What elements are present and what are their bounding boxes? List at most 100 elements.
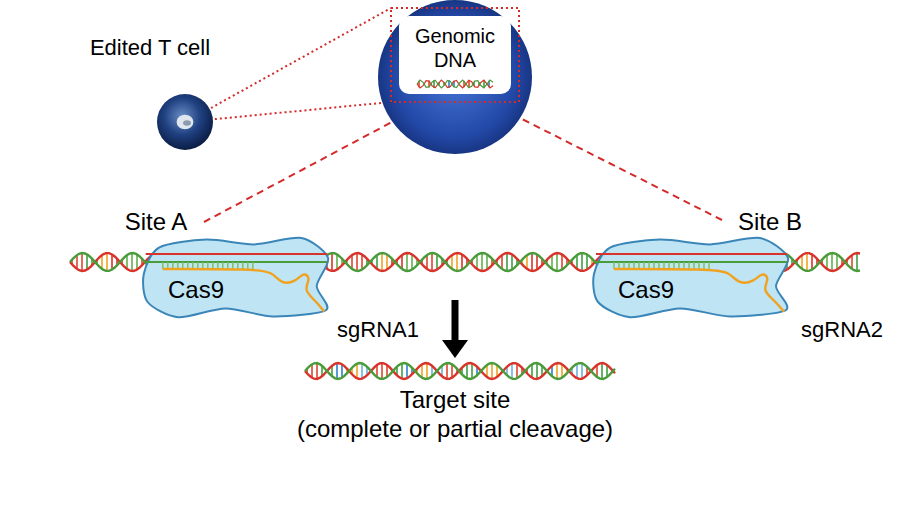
base-pair: [381, 363, 383, 379]
base-pair: [511, 254, 513, 269]
base-pair: [683, 262, 684, 269]
base-pair: [801, 255, 803, 269]
label-holder: sgRNA1: [337, 317, 419, 343]
base-pair: [536, 363, 538, 379]
process-arrow: [452, 300, 459, 342]
base-pair: [461, 254, 463, 269]
base-pair: [481, 253, 483, 271]
base-pair: [446, 363, 448, 379]
dna-window: [399, 16, 511, 94]
label-holder: Target site: [400, 386, 511, 415]
base-pair: [698, 262, 699, 269]
base-pair: [486, 254, 488, 269]
base-pair: [586, 254, 588, 269]
protein-blob: Cas9: [140, 238, 330, 318]
base-pair: [451, 364, 453, 377]
base-pair: [471, 363, 473, 378]
base-pair: [516, 364, 518, 379]
base-pair: [561, 364, 563, 377]
cell-circle: Edited T cell: [157, 94, 213, 150]
base-pair: [581, 363, 583, 378]
base-pair: [431, 253, 433, 271]
base-pair: [232, 262, 233, 269]
base-pair: [476, 255, 478, 269]
base-pair: [376, 255, 378, 269]
dna-strand: [305, 363, 615, 379]
base-pair: [126, 255, 128, 269]
base-pair: [831, 253, 833, 271]
base-pair: [556, 363, 558, 379]
base-pair: [806, 253, 808, 271]
base-pair: [111, 254, 113, 269]
base-pair: [531, 253, 533, 271]
base-pair: [601, 363, 603, 379]
dna-strand: [417, 80, 493, 88]
nucleus-circle: Genomic DNA: [378, 0, 532, 154]
base-pair: [336, 363, 338, 379]
result-label: Target site: [400, 386, 511, 415]
protein-label: Cas9: [618, 276, 674, 305]
base-pair: [511, 363, 513, 378]
base-pair: [708, 262, 709, 269]
base-pair: [356, 253, 358, 271]
label-holder: sgRNA2: [801, 317, 883, 343]
site-label: Site B: [738, 208, 802, 237]
base-pair: [426, 363, 428, 379]
base-pair: [556, 253, 558, 271]
cell-nucleus: [177, 115, 194, 130]
base-pair: [426, 255, 428, 269]
base-pair: [81, 253, 83, 271]
nucleus-circle: [378, 0, 532, 154]
base-pair: [237, 262, 238, 269]
base-pair: [688, 262, 689, 269]
base-pair: [678, 262, 679, 269]
site-label: Site A: [125, 208, 188, 237]
zoom-line: [520, 118, 722, 220]
base-pair: [856, 253, 858, 271]
base-pair: [576, 255, 578, 269]
base-pair: [851, 255, 853, 269]
base-pair: [421, 364, 423, 377]
base-pair: [581, 253, 583, 271]
zoom-line: [204, 122, 392, 222]
base-pair: [466, 364, 468, 379]
zoom-line: [211, 8, 391, 108]
base-pair: [227, 262, 228, 269]
base-pair: [336, 254, 338, 269]
nucleus-label: Genomic DNA: [407, 24, 503, 72]
cas9-outline: [143, 238, 328, 318]
base-pair: [101, 255, 103, 269]
base-pair: [576, 364, 578, 379]
base-pair: [76, 255, 78, 269]
base-pair: [386, 254, 388, 269]
base-pair: [436, 254, 438, 269]
sgrna-label: sgRNA2: [801, 317, 883, 343]
sgrna-strand: [614, 269, 784, 312]
label-holder: (complete or partial cleavage): [297, 415, 613, 444]
base-pair: [331, 253, 333, 271]
base-pair: [381, 253, 383, 271]
base-pair: [341, 364, 343, 377]
base-pair: [411, 254, 413, 269]
process-arrow-head: [442, 340, 468, 358]
base-pair: [551, 255, 553, 269]
base-pair: [693, 262, 694, 269]
dna-helix: [305, 363, 615, 379]
base-pair: [356, 364, 358, 379]
base-pair: [406, 364, 408, 379]
sgrna-label: sgRNA1: [337, 317, 419, 343]
base-pair: [247, 262, 248, 269]
base-pair: [131, 253, 133, 271]
base-pair: [222, 262, 223, 269]
base-pair: [506, 253, 508, 271]
base-pair: [401, 363, 403, 378]
cell-label: Edited T cell: [90, 35, 210, 61]
base-pair: [811, 254, 813, 269]
base-pair: [561, 254, 563, 269]
base-pair: [136, 254, 138, 269]
base-pair: [361, 363, 363, 378]
base-pair: [451, 255, 453, 269]
label-holder: Site A: [125, 208, 188, 237]
base-pair: [406, 253, 408, 271]
base-pair: [311, 364, 313, 377]
